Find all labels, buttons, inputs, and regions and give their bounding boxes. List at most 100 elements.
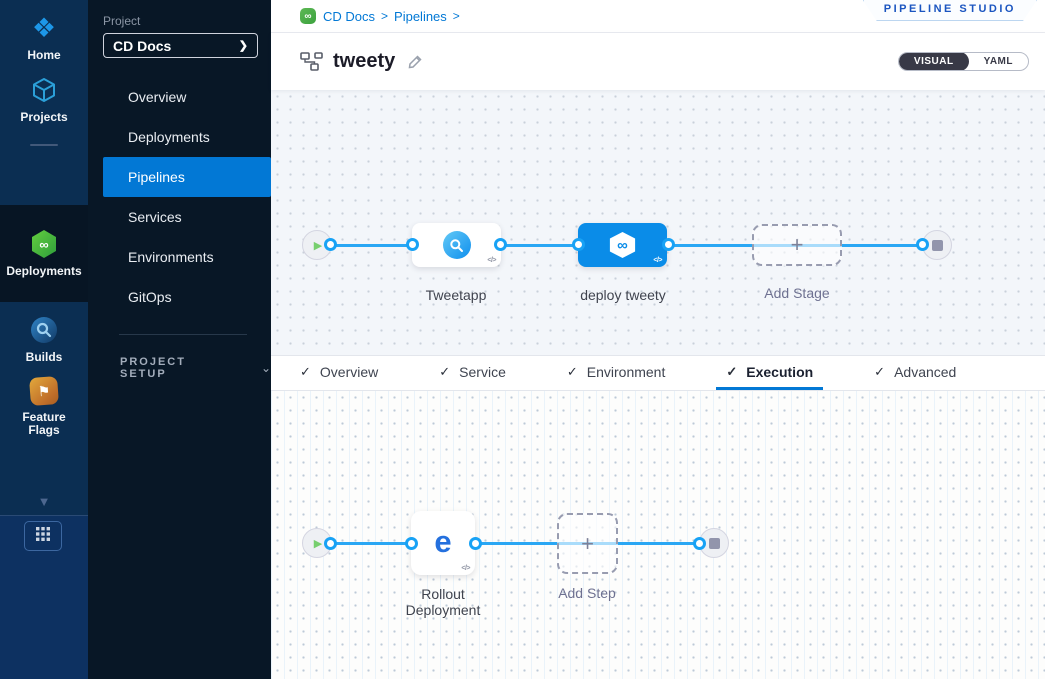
toggle-visual[interactable]: VISUAL [898,53,969,70]
project-setup-toggle[interactable]: PROJECT SETUP ⌄ [120,356,271,380]
stage-label: deploy tweety [580,287,666,303]
project-sidebar: Project CD Docs ❯ Overview Deployments P… [88,0,271,679]
cd-module-icon: ∞ [29,229,59,259]
rail-item-deployments[interactable]: ∞ Deployments [0,229,88,278]
rail-item-label: Builds [25,350,63,364]
sidebar-item-deployments[interactable]: Deployments [128,129,210,145]
add-step-label: Add Step [558,585,616,601]
stage-label: Tweetapp [425,287,487,303]
pipeline-studio-badge: PIPELINE STUDIO [863,0,1037,21]
sidebar-divider [119,334,247,335]
breadcrumb-separator: > [381,9,389,23]
tab-overview[interactable]: ✓ Overview [300,363,379,380]
ci-module-icon [29,315,59,345]
rail-item-home[interactable]: ❖ Home [0,0,88,62]
projects-cube-icon [29,75,59,105]
rollout-deployment-icon: e [434,523,452,559]
rail-section-top: ❖ Home Projects [0,0,88,205]
sidebar-menu: Overview Deployments Pipelines Services … [88,77,271,317]
stage-node-deploy-tweety[interactable]: ∞ </> [578,223,667,267]
plus-icon: + [581,530,594,556]
pipeline-name: tweety [333,50,396,72]
rail-item-feature-flags[interactable]: ⚑ Feature Flags [0,364,88,437]
rail-item-label: Deployments [6,263,82,278]
play-icon: ▶ [313,537,323,550]
rail-section-bottom [0,515,88,679]
rail-item-builds[interactable]: Builds [0,302,88,364]
project-label: Project [103,14,141,28]
stage-canvas: ▶ </> ∞ </> + [271,90,1045,355]
execution-canvas: ▶ e </> + Rollout Deployment Add Step [271,391,1045,679]
check-icon: ✓ [566,363,578,379]
rail-item-label: Home [27,48,61,62]
rail-item-label: Feature Flags [22,410,66,438]
visual-yaml-toggle[interactable]: VISUAL YAML [897,52,1029,71]
add-stage-label: Add Stage [764,285,830,301]
rail-section-active-module: ∞ Deployments [0,205,88,302]
sidebar-item-gitops[interactable]: GitOps [128,289,172,305]
node-port[interactable] [572,238,585,251]
project-setup-label: PROJECT SETUP [120,356,186,380]
project-selector[interactable]: CD Docs ❯ [103,33,258,58]
yaml-code-icon: </> [461,565,470,572]
stop-icon [931,239,943,251]
module-grid-button[interactable] [24,521,62,551]
check-icon: ✓ [300,363,311,379]
sidebar-item-environments[interactable]: Environments [128,249,214,265]
stop-icon [708,537,720,549]
node-port[interactable] [324,238,337,251]
tab-environment[interactable]: ✓ Environment [566,363,666,380]
tab-service[interactable]: ✓ Service [439,363,506,380]
module-rail: ❖ Home Projects ∞ Deployments [0,0,88,679]
harness-cd-icon: ∞ [300,8,316,24]
breadcrumb-separator: > [452,9,460,23]
node-port[interactable] [469,537,482,550]
rail-divider [30,144,58,147]
sidebar-item-services[interactable]: Services [128,209,182,225]
check-icon: ✓ [726,363,738,379]
node-port[interactable] [494,238,507,251]
chevron-right-icon: ❯ [238,40,248,52]
add-stage-button[interactable]: + [752,224,842,266]
step-connector-line [317,542,715,545]
main-content: ∞ CD Docs > Pipelines > PIPELINE STUDIO … [271,0,1045,679]
yaml-code-icon: </> [487,257,496,264]
feature-flags-icon: ⚑ [29,376,59,407]
node-port[interactable] [405,537,418,550]
yaml-code-icon: </> [653,257,662,264]
deploy-stage-icon: ∞ [609,232,636,258]
node-port[interactable] [406,238,419,251]
rail-expand-caret-icon[interactable]: ▼ [37,494,51,509]
rail-item-label: Projects [20,110,68,125]
pipeline-graph-icon [300,52,323,71]
node-port[interactable] [662,238,675,251]
pipeline-title-bar: tweety VISUAL YAML [271,33,1045,90]
tab-advanced[interactable]: ✓ Advanced [874,363,957,380]
node-port[interactable] [324,537,337,550]
stage-config-tabs: ✓ Overview ✓ Service ✓ Environment ✓ Exe… [271,355,1045,391]
home-icon: ❖ [31,12,57,43]
step-label: Rollout Deployment [405,586,481,618]
chevron-down-icon: ⌄ [260,361,271,375]
add-step-button[interactable]: + [557,513,618,574]
build-stage-icon [442,231,471,259]
breadcrumb-pipelines-link[interactable]: Pipelines [394,8,447,24]
grid-icon [36,526,50,546]
node-port[interactable] [916,238,929,251]
breadcrumb-project-link[interactable]: CD Docs [323,8,376,24]
rail-item-projects[interactable]: Projects [0,62,88,124]
toggle-yaml[interactable]: YAML [983,56,1013,67]
plus-icon: + [790,232,804,257]
step-node-rollout-deployment[interactable]: e </> [411,511,475,575]
sidebar-item-pipelines[interactable]: Pipelines [103,157,271,197]
play-icon: ▶ [313,239,323,252]
stage-node-tweetapp[interactable]: </> [412,223,501,267]
rail-section-mid: Builds ⚑ Feature Flags ▼ [0,302,88,515]
tab-execution[interactable]: ✓ Execution [716,356,824,390]
node-port[interactable] [693,537,706,550]
project-name: CD Docs [113,37,172,54]
svg-text:∞: ∞ [39,237,48,252]
edit-pencil-icon[interactable] [407,53,424,70]
sidebar-item-overview[interactable]: Overview [128,89,187,105]
